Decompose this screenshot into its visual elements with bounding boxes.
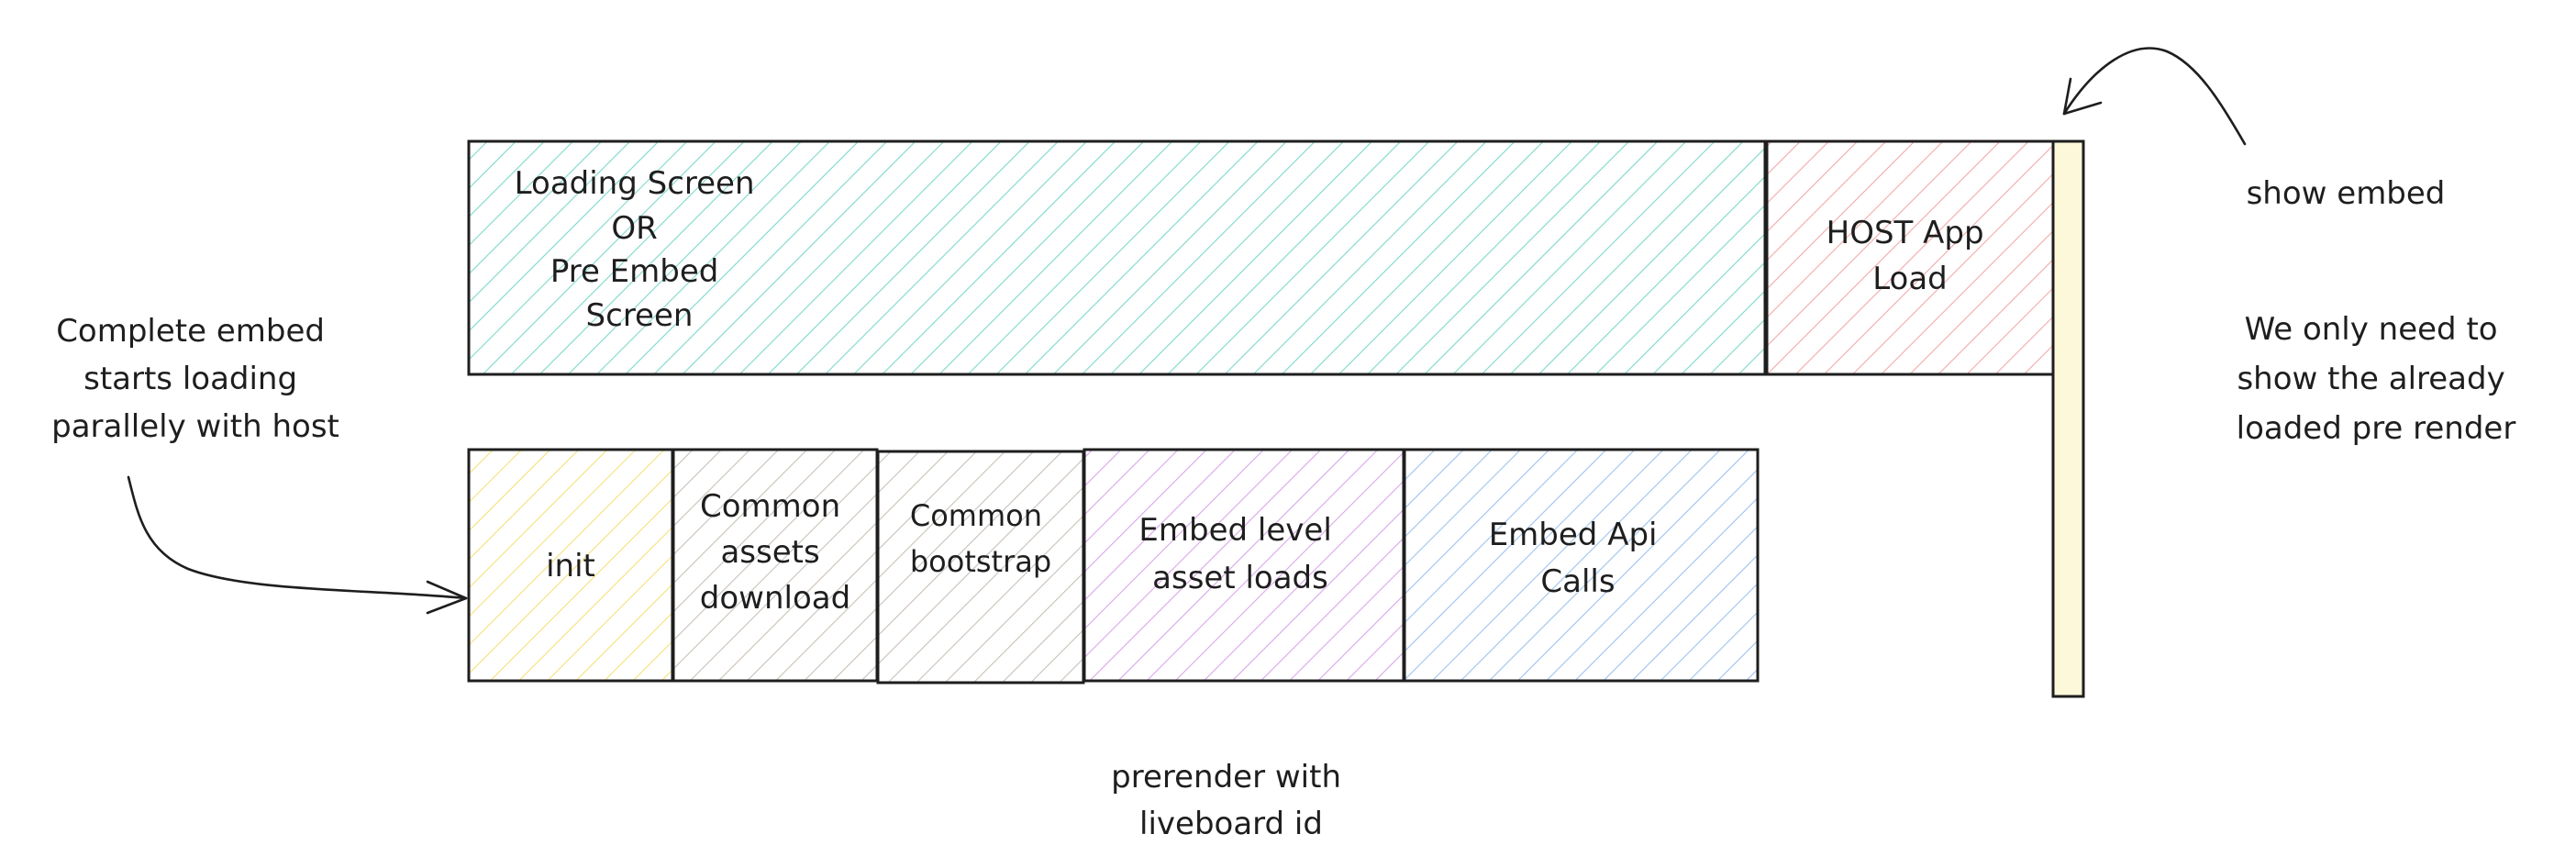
- show-embed-bar: [2051, 139, 2085, 698]
- loading-screen-line-3: Pre Embed: [550, 253, 719, 290]
- loading-screen-label: Loading Screen OR Pre Embed Screen: [515, 165, 765, 334]
- prerender-line-2: liveboard id: [1139, 806, 1323, 842]
- loading-screen-line-1: Loading Screen: [515, 165, 755, 202]
- common-assets-box: Common assets download: [672, 448, 879, 683]
- common-bootstrap-line-2: bootstrap: [910, 544, 1051, 579]
- common-assets-line-1: Common: [700, 488, 840, 525]
- complete-embed-line-2: starts loading: [83, 361, 297, 397]
- arrow-to-init-icon: [127, 475, 468, 615]
- embed-api-label: Embed Api Calls: [1489, 517, 1668, 600]
- loading-screen-line-4: Screen: [586, 297, 694, 334]
- common-bootstrap-label: Common bootstrap: [910, 498, 1051, 579]
- only-need-line-2: show the already: [2237, 361, 2504, 397]
- only-need-line-3: loaded pre render: [2237, 410, 2516, 447]
- host-app-line-1: HOST App: [1827, 215, 1984, 251]
- host-app-line-2: Load: [1872, 261, 1948, 297]
- common-bootstrap-rect: [876, 450, 1085, 684]
- embed-api-rect: [1403, 448, 1760, 683]
- show-embed-line-1: show embed: [2247, 175, 2446, 212]
- complete-embed-line-1: Complete embed: [56, 313, 325, 350]
- embed-level-label: Embed level asset loads: [1138, 512, 1341, 596]
- init-line-1: init: [546, 548, 595, 584]
- embed-level-box: Embed level asset loads: [1083, 448, 1405, 683]
- embed-api-line-2: Calls: [1540, 563, 1615, 600]
- host-app-box: HOST App Load: [1765, 139, 2056, 376]
- common-assets-line-2: assets: [720, 534, 819, 571]
- embed-api-box: Embed Api Calls: [1403, 448, 1760, 683]
- common-bootstrap-box: Common bootstrap: [876, 450, 1085, 684]
- loading-screen-rect: [467, 139, 1767, 376]
- common-bootstrap-line-1: Common: [910, 498, 1042, 533]
- common-assets-label: Common assets download: [700, 488, 850, 617]
- complete-embed-annotation: Complete embed starts loading parallely …: [51, 313, 339, 445]
- show-embed-annotation: show embed: [2247, 175, 2446, 212]
- common-assets-rect: [672, 448, 879, 683]
- loading-screen-box: Loading Screen OR Pre Embed Screen: [467, 139, 1767, 376]
- loading-screen-line-2: OR: [611, 210, 657, 247]
- embed-level-line-2: asset loads: [1152, 560, 1328, 596]
- init-label: init: [546, 548, 595, 584]
- host-app-label: HOST App Load: [1827, 215, 1994, 297]
- embed-api-line-1: Embed Api: [1489, 517, 1658, 553]
- embed-level-line-1: Embed level: [1138, 512, 1331, 549]
- arrow-to-bar-icon: [2062, 47, 2247, 146]
- init-rect: [467, 448, 674, 683]
- complete-embed-line-3: parallely with host: [51, 408, 339, 445]
- only-need-annotation: We only need to show the already loaded …: [2237, 311, 2516, 447]
- host-app-rect: [1765, 139, 2056, 376]
- init-box: init: [467, 448, 674, 683]
- prerender-annotation: prerender with liveboard id: [1111, 759, 1351, 842]
- prerender-line-1: prerender with: [1111, 759, 1341, 796]
- only-need-line-1: We only need to: [2245, 311, 2498, 348]
- common-assets-line-3: download: [700, 580, 850, 617]
